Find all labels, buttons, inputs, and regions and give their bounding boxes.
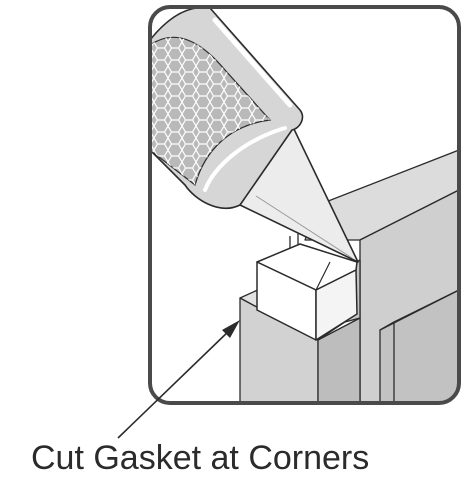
- handle-highlight: [212, 17, 293, 108]
- pointer-arrow-icon: [117, 320, 240, 439]
- gasket-side-face: [315, 269, 358, 341]
- frame-border: [148, 5, 461, 405]
- caption-text: Cut Gasket at Corners: [31, 439, 370, 477]
- scene: [150, 7, 459, 403]
- post-right-face: [317, 317, 361, 403]
- gasket-cut-line: [315, 261, 331, 291]
